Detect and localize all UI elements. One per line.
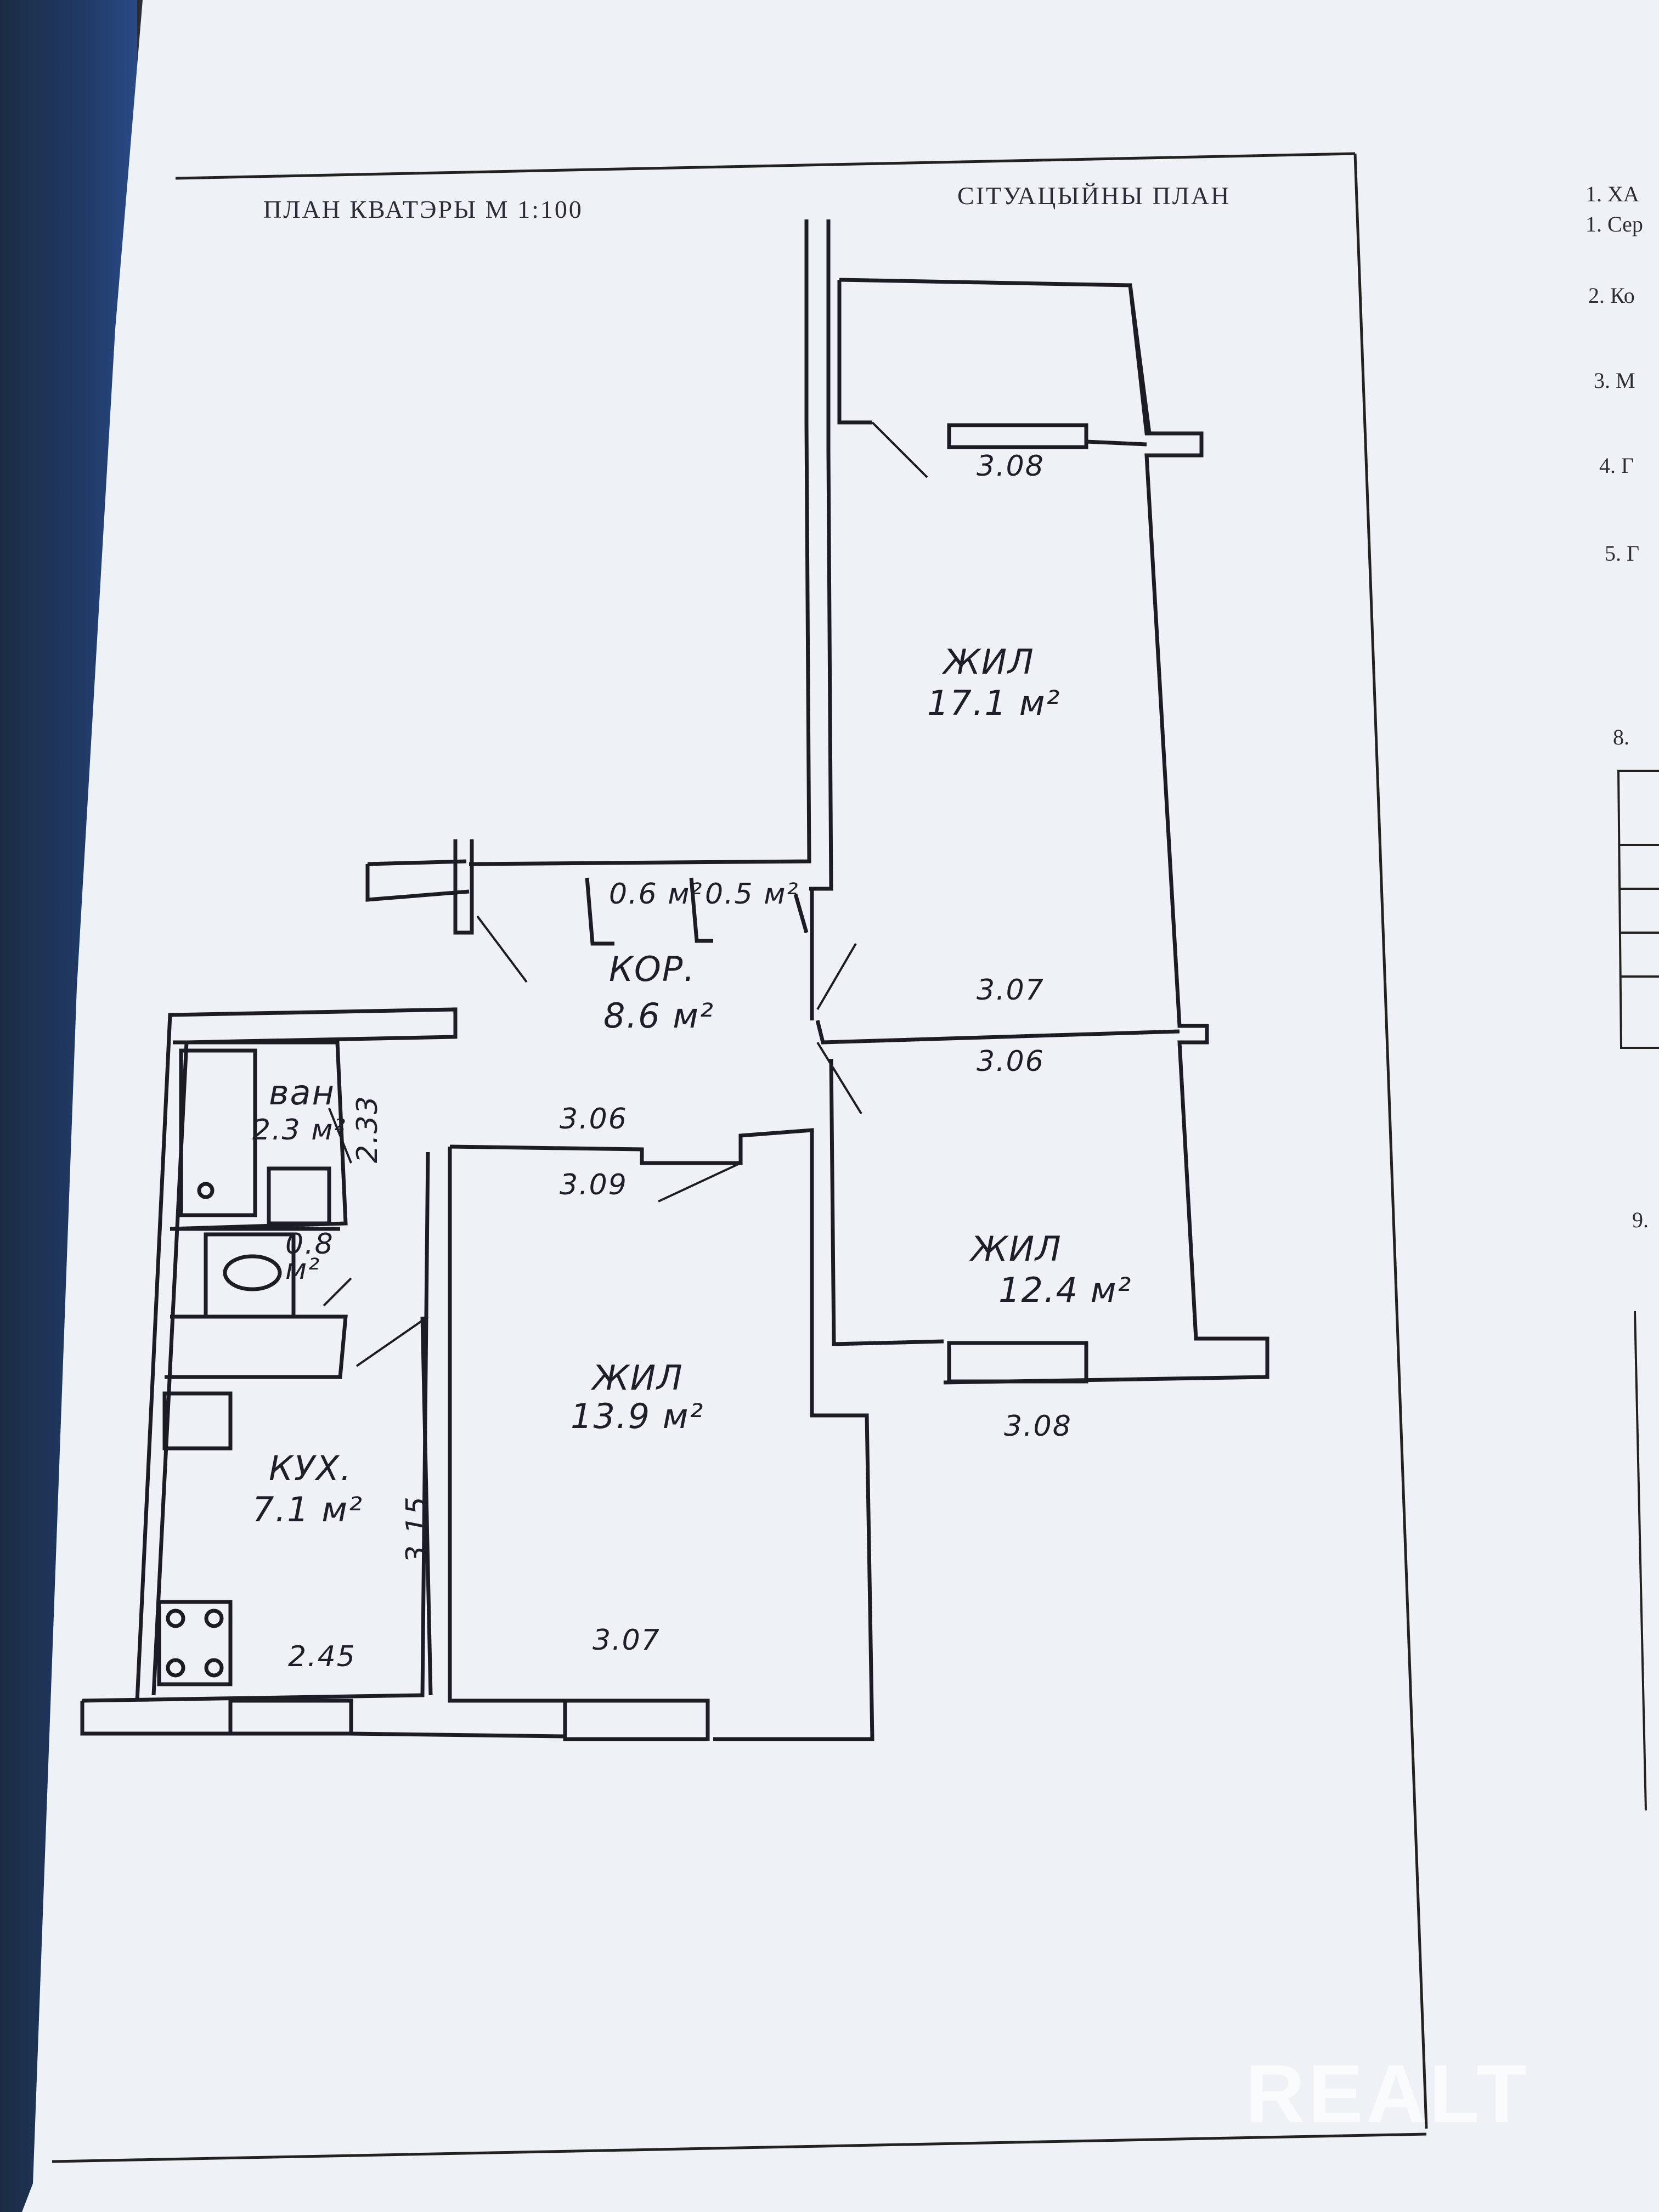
living-top-area: 17.1 м² <box>927 683 1061 723</box>
living-top-width-top: 3.08 <box>977 450 1045 483</box>
living-top-type: ЖИЛ <box>944 642 1035 682</box>
corridor-type: КОР. <box>609 949 696 989</box>
living-center-area: 13.9 м² <box>571 1396 704 1436</box>
side-item-4: 3. М <box>1594 368 1635 393</box>
side-item-7: 8. <box>1613 725 1629 749</box>
plan-title: ПЛАН КВАТЭРЫ М 1:100 <box>263 195 583 223</box>
kitchen-area: 7.1 м² <box>252 1489 363 1530</box>
living-right-width-top: 3.06 <box>977 1045 1045 1078</box>
living-right-type: ЖИЛ <box>971 1229 1062 1269</box>
door-swings <box>323 421 928 1367</box>
living-center-width-bottom: 3.07 <box>592 1624 661 1657</box>
wc-area: 0.8 м² <box>285 1228 334 1286</box>
living-right-area: 12.4 м² <box>998 1270 1132 1310</box>
side-item-8: 9. <box>1632 1207 1649 1232</box>
walls <box>80 219 1269 1741</box>
side-item-3: 2. Ко <box>1588 283 1635 308</box>
living-center-type: ЖИЛ <box>592 1358 684 1398</box>
kitchen-width-dim: 2.45 <box>288 1640 356 1673</box>
realt-watermark: REALT <box>1245 2047 1530 2140</box>
closet-2-area: 0.5 м² <box>705 878 799 911</box>
situation-plan-title: СІТУАЦЫЙНЫ ПЛАН <box>957 182 1231 210</box>
corridor-dim: 3.06 <box>560 1103 628 1136</box>
side-item-5: 4. Г <box>1599 453 1634 478</box>
side-item-2: 1. Сер <box>1585 212 1643 236</box>
kitchen-type: КУХ. <box>269 1448 352 1488</box>
side-item-1: 1. ХА <box>1585 182 1639 206</box>
living-right-width-bottom: 3.08 <box>1004 1410 1072 1443</box>
living-center-width-top: 3.09 <box>560 1169 628 1201</box>
side-item-6: 5. Г <box>1605 541 1640 566</box>
closet-1-area: 0.6 м² <box>609 878 703 911</box>
corridor-area: 8.6 м² <box>603 996 714 1036</box>
frame-lines <box>52 152 1428 2163</box>
living-top-width-bottom: 3.07 <box>977 974 1045 1007</box>
bath-type: ван <box>269 1073 336 1113</box>
bath-area: 2.3 м² <box>252 1114 347 1147</box>
